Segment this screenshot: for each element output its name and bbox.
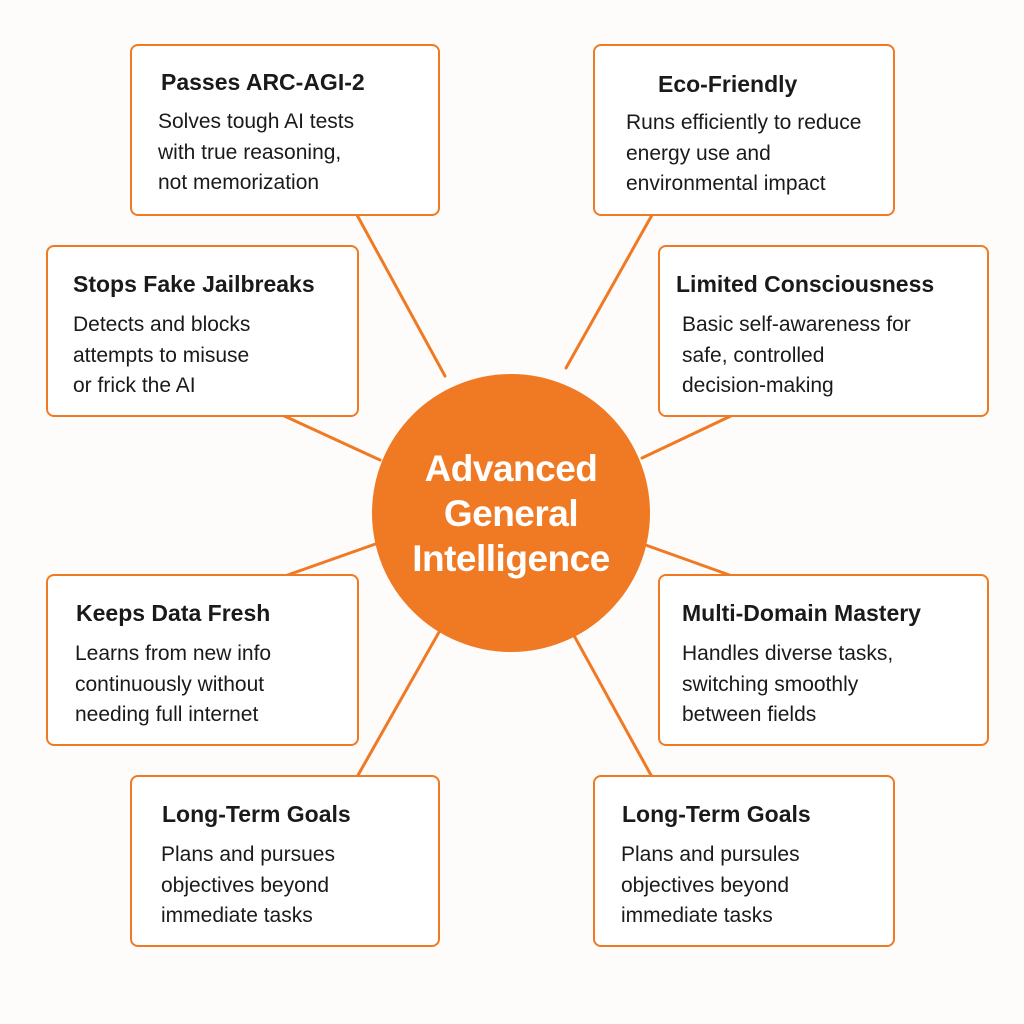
card-description: Plans and pursues objectives beyond imme… — [161, 840, 335, 932]
card-description-line: Plans and pursules — [621, 843, 800, 866]
card-description-line: continuously without — [75, 672, 265, 696]
connector-consciousness — [640, 412, 737, 460]
card-description-line: attempts to misuse — [73, 343, 250, 367]
card-keeps-data-fresh: Keeps Data Fresh Learns from new info co… — [46, 574, 359, 746]
card-description: Basic self-awareness for safe, controlle… — [682, 310, 911, 402]
card-description-line: Solves tough AI tests — [158, 110, 355, 133]
card-title: Long-Term Goals — [162, 801, 351, 827]
card-description-line: Handles diverse tasks, — [682, 642, 894, 665]
card-title: Passes ARC-AGI-2 — [161, 69, 365, 95]
card-stops-fake-jailbreaks: Stops Fake Jailbreaks Detects and blocks… — [46, 245, 359, 417]
card-description-line: decision-making — [682, 374, 834, 397]
card-description: Runs efficiently to reduce energy use an… — [626, 108, 861, 200]
card-description: Handles diverse tasks, switching smoothl… — [682, 639, 893, 731]
card-description: Plans and pursules objectives beyond imm… — [621, 840, 800, 932]
connector-multi-domain — [638, 541, 737, 579]
card-description-line: objectives beyond — [621, 873, 790, 897]
card-long-term-goals-left: Long-Term Goals Plans and pursues object… — [130, 775, 440, 947]
card-passes-arc-agi-2: Passes ARC-AGI-2 Solves tough AI tests w… — [130, 44, 440, 216]
card-description-line: needing full internet — [75, 703, 259, 726]
card-eco-friendly: Eco-Friendly Runs efficiently to reduce … — [593, 44, 895, 216]
card-title: Limited Consciousness — [676, 271, 935, 297]
card-description-line: immediate tasks — [161, 904, 313, 927]
card-title: Multi-Domain Mastery — [682, 600, 921, 626]
card-description-line: Learns from new info — [75, 642, 272, 665]
card-title: Long-Term Goals — [622, 801, 811, 827]
connector-eco — [564, 213, 654, 370]
card-description-line: not memorization — [158, 171, 320, 194]
card-limited-consciousness: Limited Consciousness Basic self-awarene… — [658, 245, 989, 417]
connector-goals-left — [355, 616, 449, 779]
card-title: Eco-Friendly — [658, 71, 798, 97]
card-description-line: safe, controlled — [682, 343, 825, 367]
connector-data-fresh — [280, 539, 386, 579]
card-description: Solves tough AI tests with true reasonin… — [158, 107, 354, 199]
card-description-line: Runs efficiently to reduce — [626, 111, 862, 134]
card-description-line: Basic self-awareness for — [682, 313, 911, 336]
card-description-line: with true reasoning, — [158, 140, 342, 164]
connector-arc — [355, 213, 447, 378]
central-hub: Advanced General Intelligence — [372, 374, 650, 652]
card-title: Keeps Data Fresh — [76, 600, 271, 626]
hub-title-line: Intelligence — [412, 537, 610, 579]
card-description-line: objectives beyond — [161, 873, 330, 897]
hub-title-line: Advanced — [424, 447, 598, 489]
card-description-line: between fields — [682, 703, 817, 726]
card-description-line: switching smoothly — [682, 672, 859, 696]
card-multi-domain-mastery: Multi-Domain Mastery Handles diverse tas… — [658, 574, 989, 746]
connector-goals-right — [564, 619, 654, 779]
card-description-line: Plans and pursues — [161, 843, 335, 866]
card-long-term-goals-right: Long-Term Goals Plans and pursules objec… — [593, 775, 895, 947]
card-description-line: immediate tasks — [621, 904, 773, 927]
card-title: Stops Fake Jailbreaks — [73, 271, 315, 297]
card-description-line: energy use and — [626, 141, 771, 165]
card-description: Learns from new info continuously withou… — [75, 639, 271, 731]
card-description-line: or frick the AI — [73, 374, 196, 397]
connector-jailbreaks — [278, 412, 382, 462]
card-description-line: environmental impact — [626, 172, 826, 195]
hub-title-line: General — [443, 492, 579, 534]
card-description: Detects and blocks attempts to misuse or… — [73, 310, 250, 402]
card-description-line: Detects and blocks — [73, 313, 251, 336]
